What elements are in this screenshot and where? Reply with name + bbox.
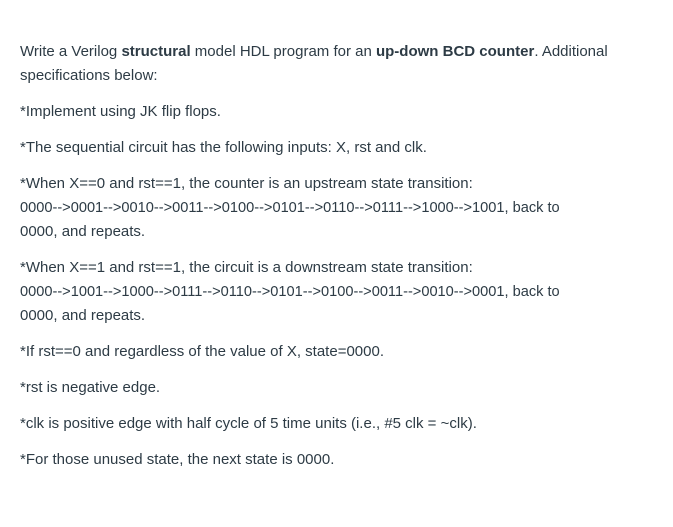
intro-bold-counter: up-down BCD counter (375, 43, 535, 60)
spec-upstream-header: *When X==0 and rst==1, the counter is an… (20, 175, 473, 192)
intro-text-3: . Additional specifications below: (20, 43, 608, 84)
spec-reset: *If rst==0 and regardless of the value o… (20, 343, 384, 360)
spec-downstream-tail: 0000, and repeats. (20, 307, 146, 324)
spec-downstream-header: *When X==1 and rst==1, the circuit is a … (20, 259, 473, 276)
spec-downstream-sequence: 0000-->1001-->1000-->0111-->0110-->0101-… (20, 284, 560, 300)
intro-text-2: model HDL program for an (190, 43, 376, 60)
spec-clk: *clk is positive edge with half cycle of… (20, 415, 477, 432)
intro-bold-structural: structural (121, 43, 191, 60)
spec-upstream-tail: 0000, and repeats. (20, 223, 146, 240)
spec-upstream: *When X==0 and rst==1, the counter is an… (20, 172, 660, 244)
spec-unused-state: *For those unused state, the next state … (20, 451, 335, 468)
spec-rst-edge: *rst is negative edge. (20, 379, 161, 396)
intro-paragraph: Write a Verilog structural model HDL pro… (20, 40, 660, 88)
question-body: Write a Verilog structural model HDL pro… (20, 40, 660, 484)
intro-text-1: Write a Verilog (20, 43, 122, 60)
spec-upstream-sequence: 0000-->0001-->0010-->0011-->0100-->0101-… (20, 200, 560, 216)
spec-inputs: *The sequential circuit has the followin… (20, 139, 427, 156)
spec-jk-flipflops: *Implement using JK flip flops. (20, 103, 221, 120)
spec-downstream: *When X==1 and rst==1, the circuit is a … (20, 256, 660, 328)
